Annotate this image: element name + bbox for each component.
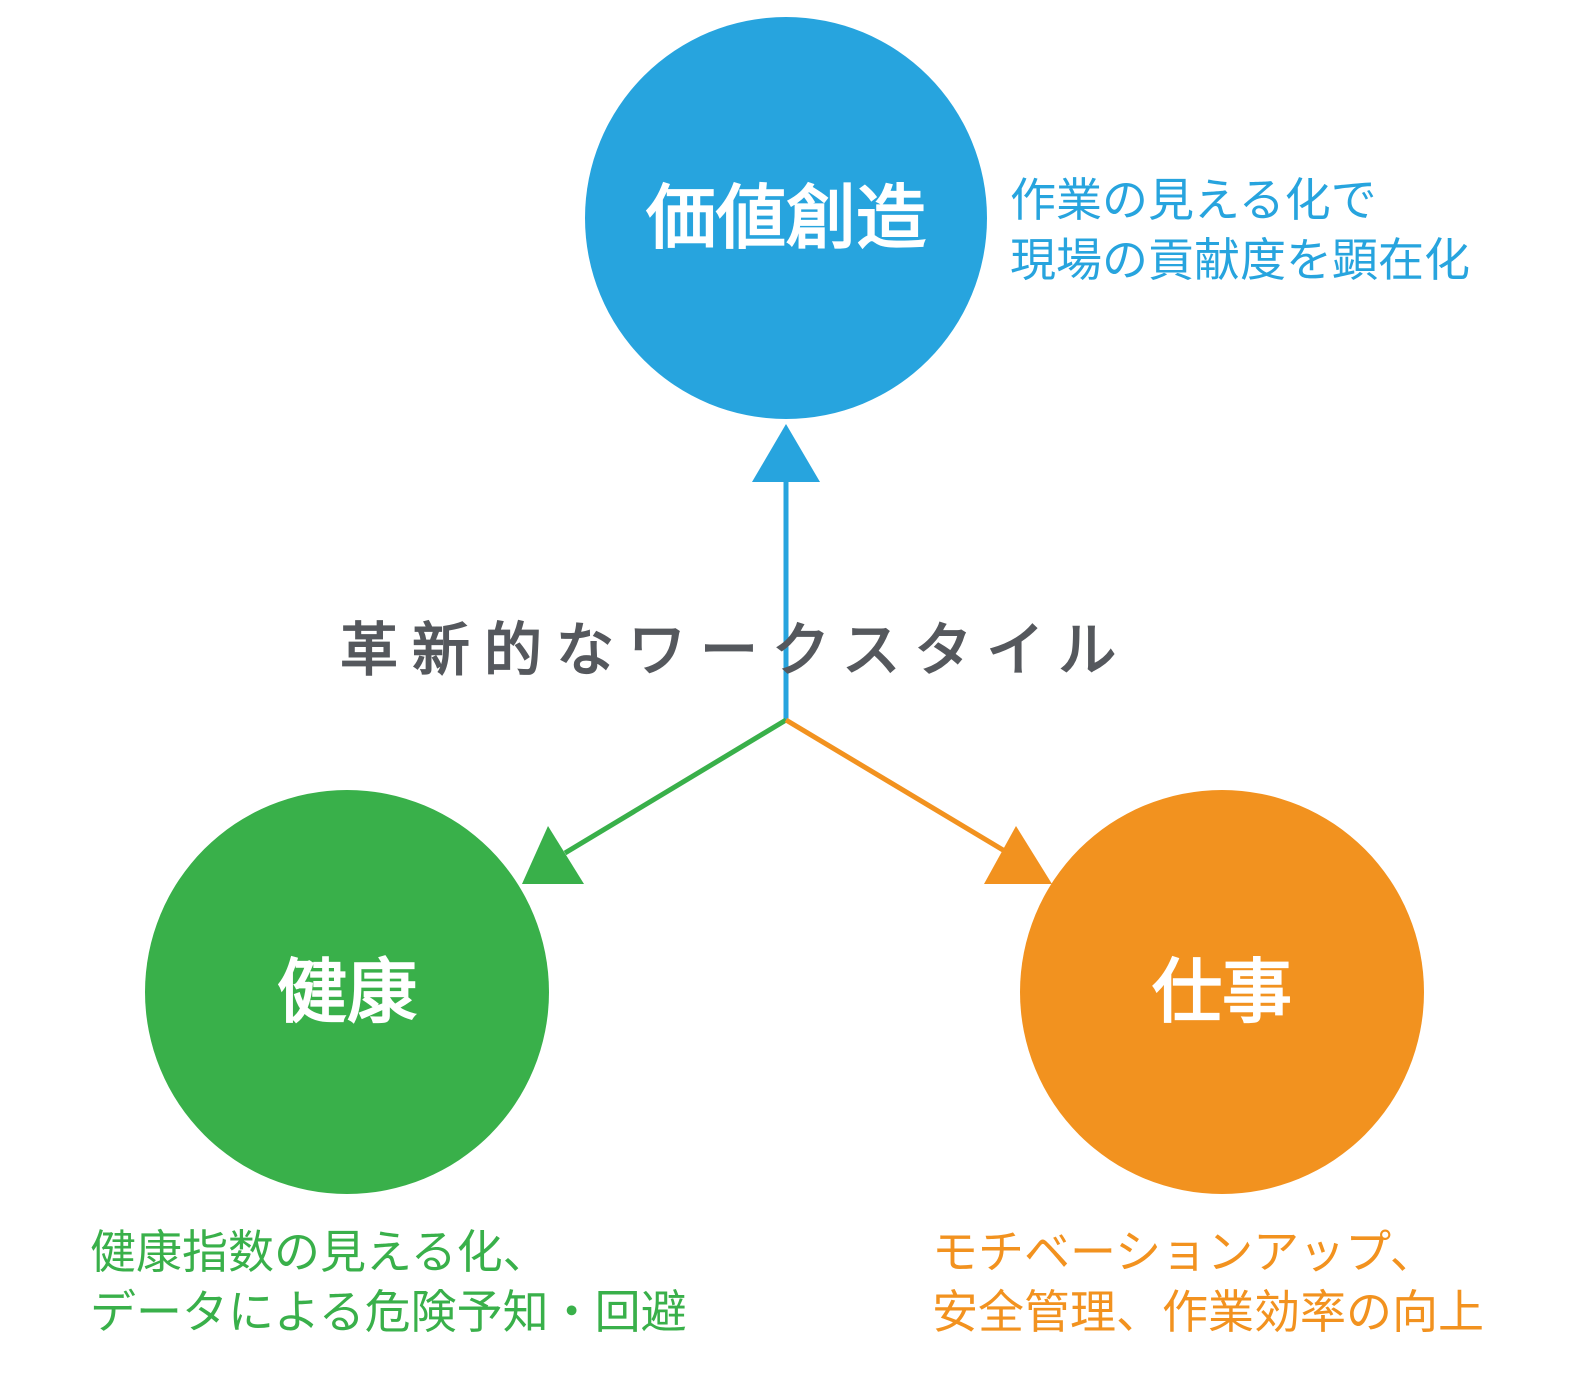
health-description-line-1: 健康指数の見える化、 xyxy=(90,1225,549,1279)
arrow-line-to-health xyxy=(563,717,788,856)
work-description-line-2: 安全管理、作業効率の向上 xyxy=(932,1285,1484,1339)
arrowhead-to-work xyxy=(984,826,1052,884)
arrowhead-to-value xyxy=(752,424,820,482)
value-creation-label: 価値創造 xyxy=(646,177,926,259)
health-description-line-2: データによる危険予知・回避 xyxy=(90,1285,687,1339)
work-description-line-1: モチベーションアップ、 xyxy=(932,1225,1436,1279)
value-creation-description-line-1: 作業の見える化で xyxy=(1010,173,1377,227)
health-circle: 健康 xyxy=(145,790,549,1194)
arrow-line-to-work xyxy=(784,717,1010,856)
value-creation-circle: 価値創造 xyxy=(585,17,987,419)
health-description: 健康指数の見える化、 データによる危険予知・回避 xyxy=(90,1222,687,1342)
health-label: 健康 xyxy=(277,951,417,1033)
center-title: 革新的なワークスタイル xyxy=(340,616,1131,684)
work-description: モチベーションアップ、 安全管理、作業効率の向上 xyxy=(932,1222,1484,1342)
arrowhead-to-health xyxy=(522,826,584,884)
work-label: 仕事 xyxy=(1152,951,1292,1033)
work-circle: 仕事 xyxy=(1020,790,1424,1194)
value-creation-description-line-2: 現場の貢献度を顕在化 xyxy=(1010,233,1470,287)
value-creation-description: 作業の見える化で 現場の貢献度を顕在化 xyxy=(1010,170,1470,290)
